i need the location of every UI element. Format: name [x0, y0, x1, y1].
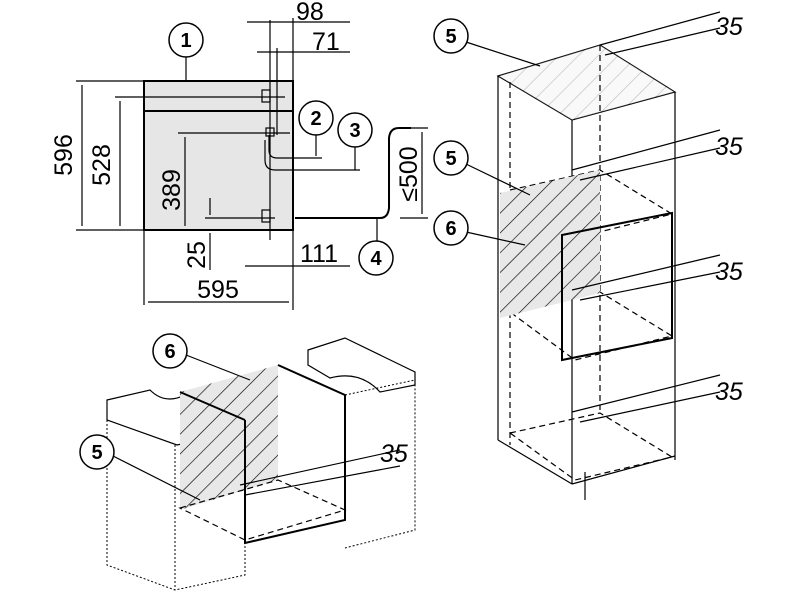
base-cabinet: 35 6 5: [79, 333, 416, 591]
callout-circle: [433, 18, 469, 54]
cable-4: [295, 127, 411, 219]
dim-595: 595: [197, 276, 239, 304]
gap-label: 35: [715, 378, 743, 406]
callout-circle: [433, 140, 469, 176]
callout-circle: [79, 434, 115, 470]
callout-6: 6: [445, 218, 456, 240]
callout-circle: [152, 333, 188, 369]
appliance-opening: [244, 364, 346, 545]
callout-circle: [168, 22, 204, 58]
cable-3: [264, 140, 360, 171]
gap-line: [579, 391, 721, 423]
gap-35-4: 35: [571, 374, 743, 423]
opening-floor: [178, 479, 347, 541]
gap-line: [571, 374, 721, 413]
callout-1: 1: [180, 30, 191, 52]
callout-5: 5: [445, 148, 456, 170]
gap-line: [244, 465, 401, 496]
leader-line: [112, 455, 201, 501]
right-cabinet-outline: [344, 379, 416, 549]
appliance-opening: [561, 211, 673, 362]
dim-389: 389: [158, 169, 186, 211]
callout-3: 3: [349, 120, 360, 142]
hatched-panel: [180, 365, 278, 510]
leader-line: [465, 41, 541, 67]
gap-line: [239, 449, 401, 486]
callout-4: 4: [370, 248, 382, 270]
callout-circle: [358, 240, 394, 276]
cabinet-edge: [571, 455, 676, 485]
dim-71: 71: [312, 28, 340, 56]
hatched-panel: [500, 170, 600, 318]
gap-label: 35: [715, 258, 743, 286]
gap-35-3: 35: [571, 254, 743, 301]
tall-cabinet: 35 35 35 35 5 5 6: [433, 11, 743, 500]
gap-line: [604, 27, 721, 56]
countertop-right: [307, 337, 416, 393]
shelf: [508, 412, 674, 481]
gap-label: 35: [715, 133, 743, 161]
gap-line: [571, 254, 721, 291]
callout-circle: [433, 210, 469, 246]
dim-500: ≤500: [395, 146, 423, 201]
gap-35-2: 35: [571, 129, 743, 181]
cable-2: [268, 135, 322, 159]
callout-6: 6: [164, 341, 175, 363]
leader-line: [465, 163, 531, 196]
dim-98: 98: [296, 0, 324, 26]
dim-111: 111: [300, 240, 338, 268]
gap-label: 35: [380, 440, 408, 468]
dim-25: 25: [183, 241, 211, 269]
gap-35-top: 35: [599, 11, 743, 56]
opening-top-edge: [179, 391, 246, 421]
gap-line: [579, 271, 721, 301]
callout-circle: [298, 100, 334, 136]
gap-line: [579, 147, 721, 181]
callout-5: 5: [445, 26, 456, 48]
dim-528: 528: [88, 144, 116, 186]
front-view: 596 528 389 25 98 71 ≤500 111: [50, 0, 428, 310]
leader-line: [185, 354, 251, 381]
appliance-front: [143, 80, 294, 231]
dim-596: 596: [50, 134, 78, 176]
callout-2: 2: [310, 108, 321, 130]
leader-line: [465, 231, 526, 246]
cabinet-edge: [497, 439, 573, 485]
gap-label: 35: [715, 13, 743, 41]
callout-5: 5: [91, 442, 102, 464]
cabinet-top-hatch: [498, 45, 675, 120]
gap-line: [571, 129, 721, 171]
callout-circle: [337, 112, 373, 148]
gap-line: [599, 11, 721, 46]
